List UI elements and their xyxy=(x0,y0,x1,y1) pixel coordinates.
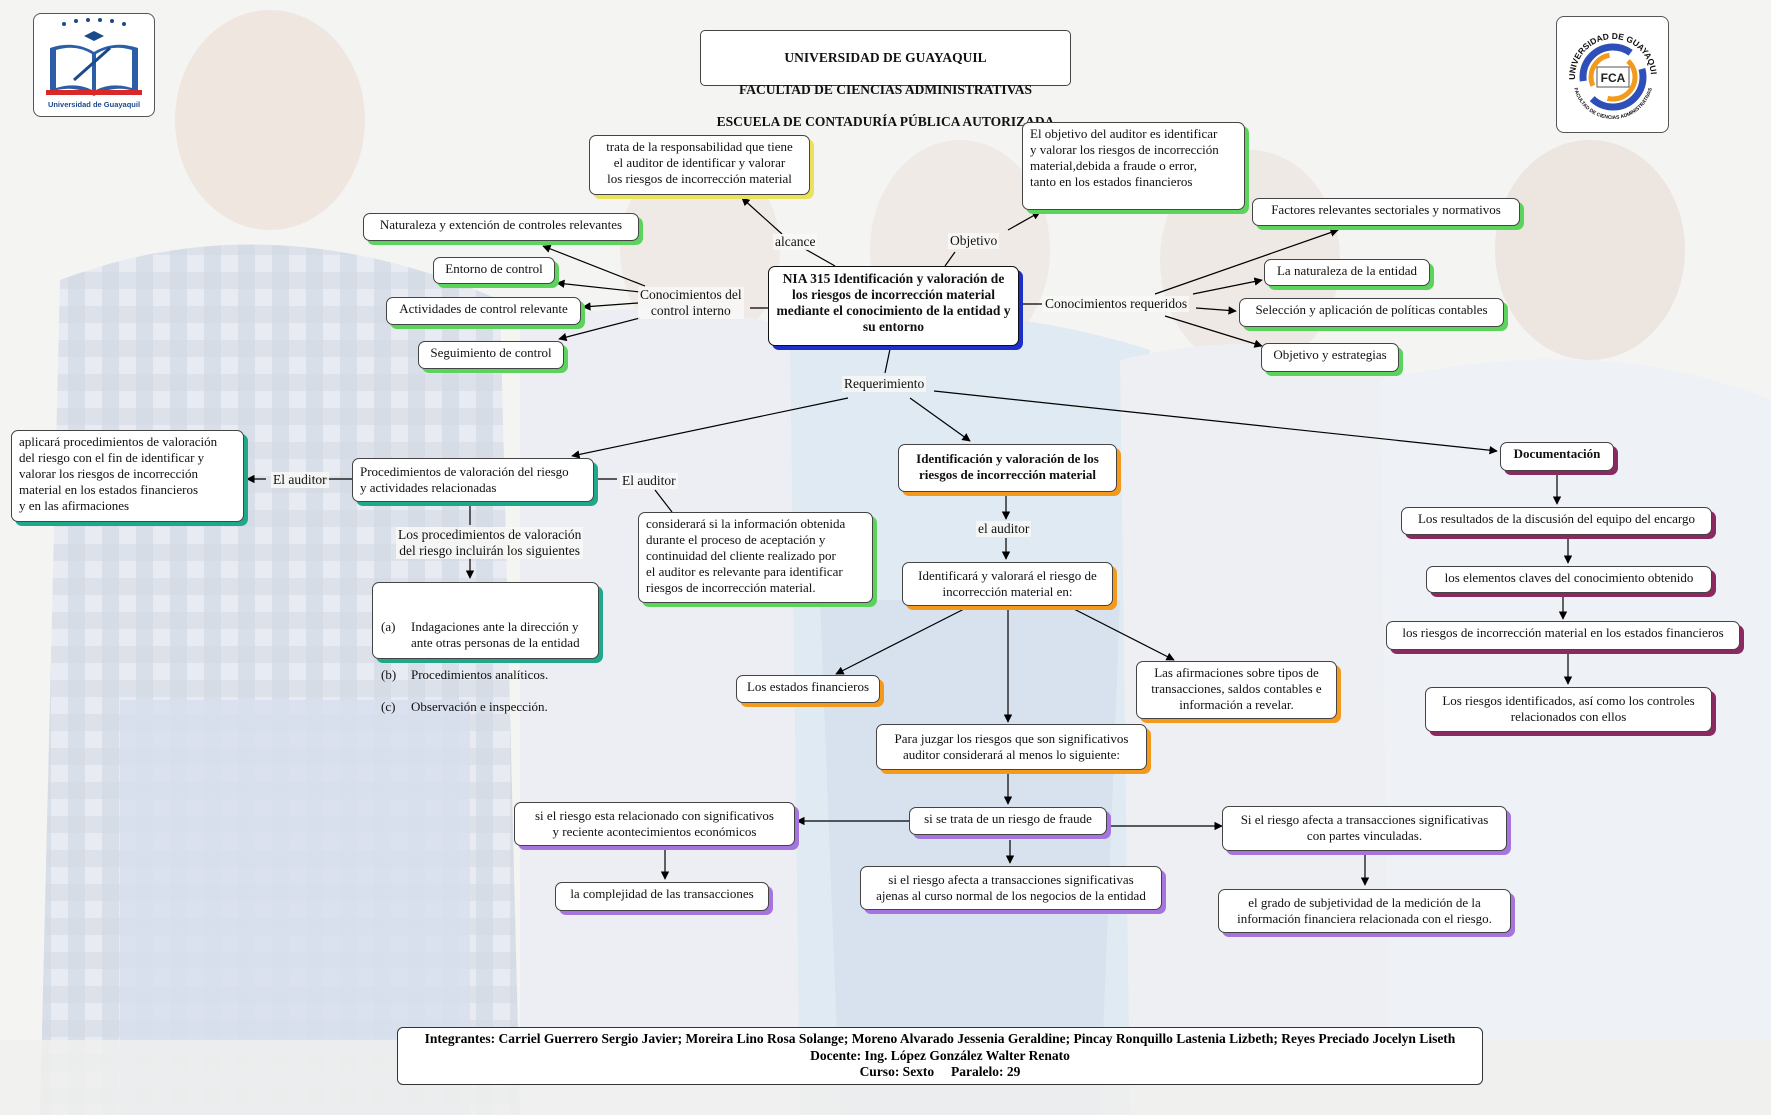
footer-integrantes: Integrantes: Carriel Guerrero Sergio Jav… xyxy=(424,1031,1456,1046)
cr-objetivo: Objetivo y estrategias xyxy=(1261,343,1399,372)
fca-text: FCA xyxy=(1601,71,1626,85)
label-conocimientos-control-interno: Conocimientos del control interno xyxy=(638,287,744,319)
ci-seguimiento: Seguimiento de control xyxy=(418,341,564,369)
ci-entorno: Entorno de control xyxy=(433,257,555,284)
header-line-3: ESCUELA DE CONTADURÍA PÚBLICA AUTORIZADA xyxy=(716,114,1055,129)
label-auditor-right: El auditor xyxy=(620,473,678,489)
identificacion-valoracion: Identificación y valoración de los riesg… xyxy=(898,444,1117,492)
label-el-auditor-mid: el auditor xyxy=(976,521,1032,537)
transacciones-ajenas: si el riesgo afecta a transacciones sign… xyxy=(860,866,1162,910)
estados-financieros: Los estados financieros xyxy=(736,675,880,703)
considerara-informacion: considerará si la información obtenida d… xyxy=(638,512,873,603)
procedimientos-valoracion: Procedimientos de valoración del riesgo … xyxy=(352,458,594,502)
label-auditor-left: El auditor xyxy=(271,472,329,488)
label-alcance: alcance xyxy=(773,234,818,250)
aplicara-procedimientos: aplicará procedimientos de valoración de… xyxy=(11,430,244,522)
partes-vinculadas: Si el riesgo afecta a transacciones sign… xyxy=(1222,806,1507,851)
cr-factores: Factores relevantes sectoriales y normat… xyxy=(1252,198,1520,226)
acontecimientos-economicos: si el riesgo esta relacionado con signif… xyxy=(514,802,795,846)
label-requerimiento: Requerimiento xyxy=(842,376,927,392)
cr-politicas: Selección y aplicación de políticas cont… xyxy=(1239,298,1504,327)
footer-docente: Docente: Ing. López González Walter Rena… xyxy=(810,1047,1070,1063)
ci-actividades: Actividades de control relevante xyxy=(386,297,581,325)
central-topic: NIA 315 Identificación y valoración de l… xyxy=(768,266,1019,346)
doc-resultados: Los resultados de la discusión del equip… xyxy=(1401,507,1712,535)
criteria-item: (b)Procedimientos analíticos. xyxy=(381,667,549,682)
criteria-list: (a)Indagaciones ante la dirección y ante… xyxy=(372,582,599,714)
doc-riesgos-controles: Los riesgos identificados, así como los … xyxy=(1425,687,1712,732)
doc-riesgos: los riesgos de incorrección material en … xyxy=(1386,621,1740,650)
ci-naturaleza: Naturaleza y extención de controles rele… xyxy=(363,213,639,241)
cr-naturaleza: La naturaleza de la entidad xyxy=(1264,259,1430,286)
complejidad-transacciones: la complejidad de las transacciones xyxy=(555,882,769,911)
alcance-definition: trata de la responsabilidad que tiene el… xyxy=(589,135,810,195)
university-logo-left: Universidad de Guayaquil xyxy=(33,13,155,117)
objetivo-definition: El objetivo del auditor es identificar y… xyxy=(1022,122,1245,210)
criteria-item: (c)Observación e inspección. xyxy=(381,699,548,714)
open-book-icon xyxy=(46,18,142,96)
criteria-item: (a)Indagaciones ante la dirección y ante… xyxy=(381,619,580,650)
doc-elementos: los elementos claves del conocimiento ob… xyxy=(1426,566,1712,593)
riesgo-fraude: si se trata de un riesgo de fraude xyxy=(909,807,1107,835)
faculty-logo-right: FCA UNIVERSIDAD DE GUAYAQUIL FACULTAD DE… xyxy=(1554,9,1669,133)
footer-curso: Curso: Sexto Paralelo: 29 xyxy=(859,1064,1021,1079)
grado-subjetividad: el grado de subjetividad de la medición … xyxy=(1218,889,1511,933)
header-line-2: FACULTAD DE CIENCIAS ADMINISTRATIVAS xyxy=(739,82,1032,97)
documentacion: Documentación xyxy=(1500,442,1614,471)
label-objetivo: Objetivo xyxy=(948,233,1000,249)
label-conocimientos-requeridos: Conocimientos requeridos xyxy=(1043,296,1190,312)
identificara-riesgo: Identificará y valorará el riesgo de inc… xyxy=(902,562,1113,606)
label-procedimientos-incluiran: Los procedimientos de valoración del rie… xyxy=(396,527,584,559)
credits-footer: Integrantes: Carriel Guerrero Sergio Jav… xyxy=(397,1027,1483,1085)
left-logo-caption: Universidad de Guayaquil xyxy=(47,100,141,109)
para-juzgar-riesgos: Para juzgar los riesgos que son signific… xyxy=(876,724,1147,770)
header-title-box: UNIVERSIDAD DE GUAYAQUIL FACULTAD DE CIE… xyxy=(700,30,1071,129)
header-line-1: UNIVERSIDAD DE GUAYAQUIL xyxy=(784,50,987,65)
afirmaciones-transacciones: Las afirmaciones sobre tipos de transacc… xyxy=(1136,661,1337,719)
